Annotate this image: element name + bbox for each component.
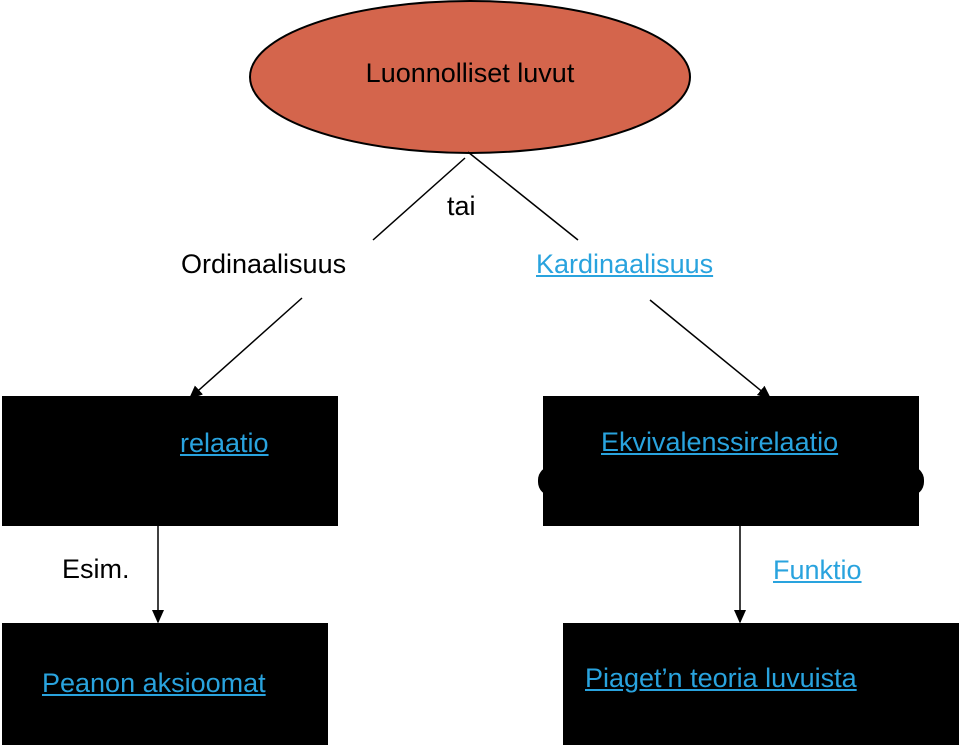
cardinal-arrow [649,299,772,399]
branch-label-ordinal: Ordinaalisuus [181,249,347,279]
box-left-bottom: Peanon aksioomat [2,623,328,745]
root-label: Luonnolliset luvut [365,58,575,88]
link-ekvivalenssirelaatio[interactable]: Ekvivalenssirelaatio [601,427,839,457]
ordinal-arrow [188,297,303,399]
root-right-connector [467,151,579,241]
link-relaatio[interactable]: relaatio [180,428,269,458]
link-funktio[interactable]: Funktio [773,555,862,585]
root-left-connector [372,157,466,241]
box-right-bottom: Piaget’n teoria luvuista [563,623,959,745]
side-label-esim: Esim. [62,554,130,584]
box-right-relation: Ekvivalenssirelaatio [543,396,919,526]
box-left-relation: relaatio [2,396,338,526]
link-piaget-teoria[interactable]: Piaget’n teoria luvuista [585,663,857,693]
branch-link-cardinal[interactable]: Kardinaalisuus [536,249,714,279]
link-peanon-aksioomat[interactable]: Peanon aksioomat [42,668,266,698]
connector-label-tai: tai [447,191,476,221]
